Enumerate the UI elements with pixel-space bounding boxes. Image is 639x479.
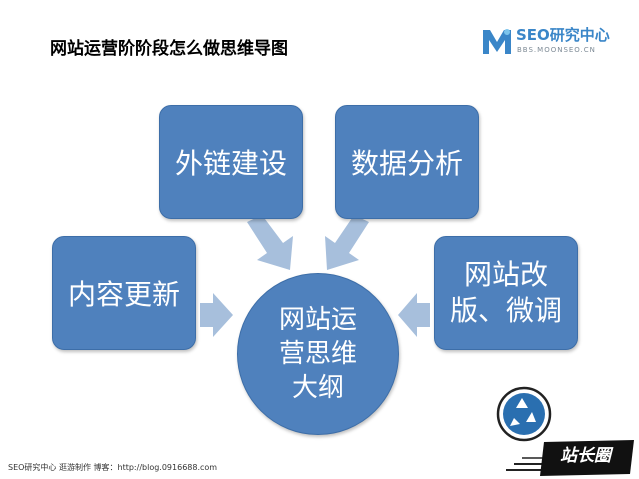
arrow-content-to-center <box>200 293 233 337</box>
moon-m-logo-icon <box>483 29 511 54</box>
page-title: 网站运营阶阶段怎么做思维导图 <box>50 39 288 59</box>
footer-credit: SEO研究中心 逛游制作 博客：http://blog.0916688.com <box>8 463 218 472</box>
node-redesign: 网站改版、微调 <box>434 236 578 350</box>
center-node: 网站运营思维大纲 <box>237 273 399 435</box>
arrow-links-to-center <box>247 215 293 270</box>
node-content-update: 内容更新 <box>52 236 196 350</box>
arrow-redesign-to-center <box>398 293 430 337</box>
node-link-building: 外链建设 <box>159 105 303 219</box>
seo-logo: SEO研究中心 BBS.MOONSEO.CN <box>480 22 620 62</box>
recycle-icon <box>510 398 536 426</box>
stamp-text: 站长圈 <box>560 446 611 466</box>
zhanzhangquan-stamp <box>496 386 634 476</box>
node-data-analysis: 数据分析 <box>335 105 479 219</box>
logo-sub-text: BBS.MOONSEO.CN <box>517 46 596 54</box>
logo-main-text: SEO研究中心 <box>516 26 610 44</box>
arrow-data-to-center <box>325 215 369 270</box>
